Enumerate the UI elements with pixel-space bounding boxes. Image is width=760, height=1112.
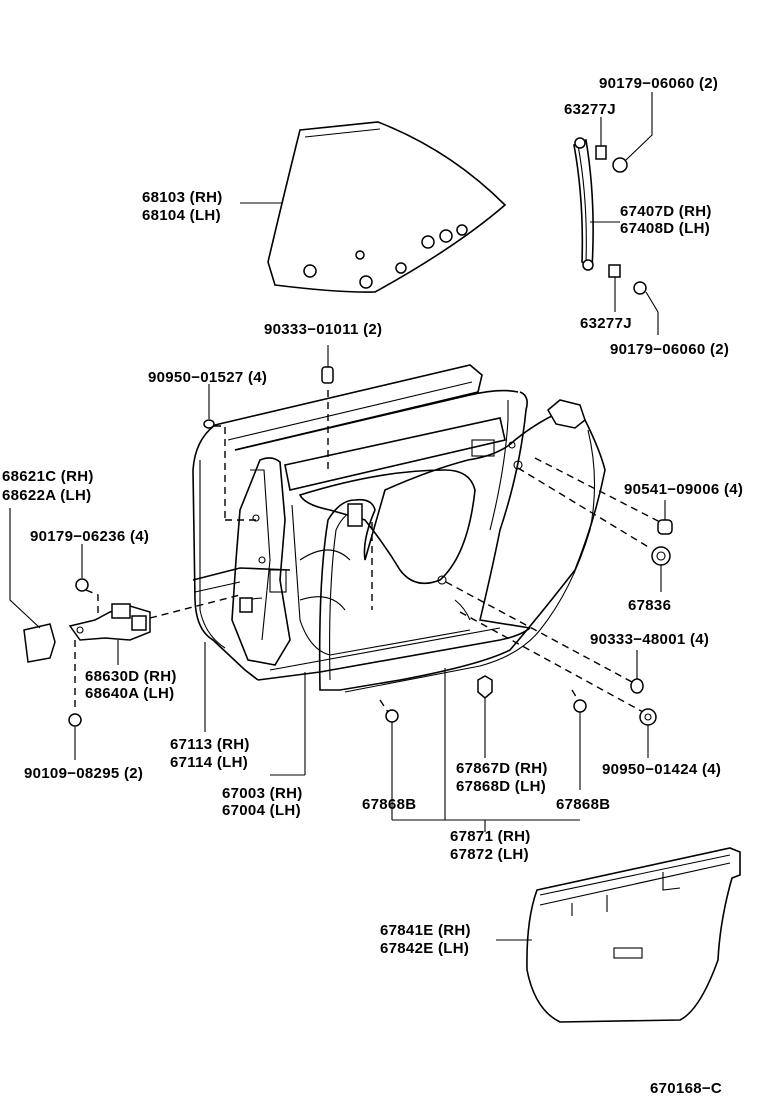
label-clip-bottom: 63277J	[580, 315, 632, 332]
label-cover-rh: 67841E (RH)	[380, 922, 471, 939]
door-frame	[231, 457, 291, 666]
label-hinge-lh: 68640A (LH)	[85, 685, 174, 702]
label-door-rh: 67003 (RH)	[222, 785, 303, 802]
label-run-rh: 67407D (RH)	[620, 203, 712, 220]
label-run-lh: 67408D (LH)	[620, 220, 710, 237]
door-check-68621c	[23, 623, 56, 663]
label-weather-rh: 67871 (RH)	[450, 828, 531, 845]
label-plug-right: 90333−48001 (4)	[590, 631, 709, 648]
plug-90333-48001	[630, 678, 644, 694]
diagram-code: 670168−C	[650, 1080, 722, 1097]
label-clip-b-left: 67868B	[362, 796, 416, 813]
label-frame-rh: 67113 (RH)	[170, 736, 250, 753]
label-clip-weather-rh: 67867D (RH)	[456, 760, 548, 777]
label-clip-weather-lh: 67868D (LH)	[456, 778, 546, 795]
label-plug-bottom-right: 90950−01424 (4)	[602, 761, 721, 778]
label-clip-b-right: 67868B	[556, 796, 610, 813]
bolt-top	[612, 157, 628, 173]
label-bolt-check: 90179−06236 (4)	[30, 528, 149, 545]
clip-63277j-bottom	[608, 264, 621, 278]
door-weatherstrip	[318, 399, 606, 693]
label-hinge-rh: 68630D (RH)	[85, 668, 177, 685]
bolt-90109-08295	[68, 713, 82, 727]
bolt-90179-06236	[75, 578, 89, 592]
label-frame-lh: 67114 (LH)	[170, 754, 248, 771]
bolt-bottom	[633, 281, 647, 295]
label-bolt-bottom: 90179−06060 (2)	[610, 341, 729, 358]
label-plug-top: 90333−01011 (2)	[264, 321, 382, 338]
label-grommet: 67836	[628, 597, 671, 614]
grommet-67836	[651, 546, 671, 566]
label-glass-lh: 68104 (LH)	[142, 207, 221, 224]
clip-67868b-right	[573, 699, 587, 713]
label-bolt-hinge: 90109−08295 (2)	[24, 765, 143, 782]
label-weather-lh: 67872 (LH)	[450, 846, 529, 863]
door-panel	[192, 364, 531, 681]
label-glass-rh: 68103 (RH)	[142, 189, 223, 206]
door-glass	[267, 121, 507, 293]
label-bolt-top: 90179−06060 (2)	[599, 75, 718, 92]
service-hole-cover	[526, 847, 741, 1023]
clip-67867d	[477, 675, 493, 699]
plug-90950-01424	[639, 708, 657, 726]
label-cover-lh: 67842E (LH)	[380, 940, 469, 957]
label-plug-left: 90950−01527 (4)	[148, 369, 267, 386]
glass-run-channel	[573, 137, 594, 271]
label-check-lh: 68622A (LH)	[2, 487, 91, 504]
label-check-rh: 68621C (RH)	[2, 468, 94, 485]
clip-90541-09006	[657, 519, 673, 535]
clip-63277j-top	[595, 145, 607, 160]
plug-90333-01011	[321, 366, 334, 384]
plug-90950-01527	[203, 419, 215, 429]
label-clip-right: 90541−09006 (4)	[624, 481, 743, 498]
label-clip-top: 63277J	[564, 101, 616, 118]
label-door-lh: 67004 (LH)	[222, 802, 301, 819]
hinge-68630d	[68, 603, 151, 641]
